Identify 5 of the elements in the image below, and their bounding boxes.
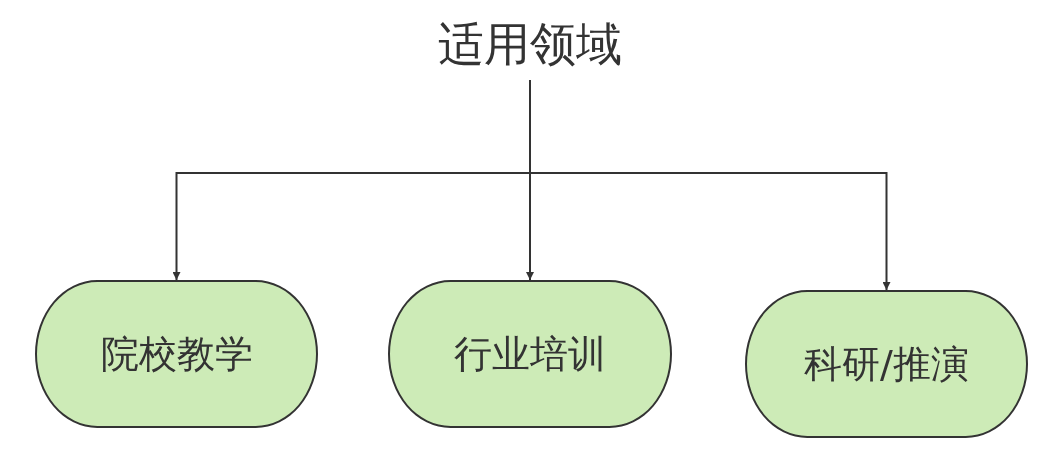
box-label: 行业培训 (454, 330, 606, 378)
box-label: 院校教学 (100, 330, 253, 378)
title-text: 适用领域 (438, 16, 622, 73)
box-label: 科研/推演 (804, 340, 969, 388)
connector-arrow (529, 79, 891, 291)
